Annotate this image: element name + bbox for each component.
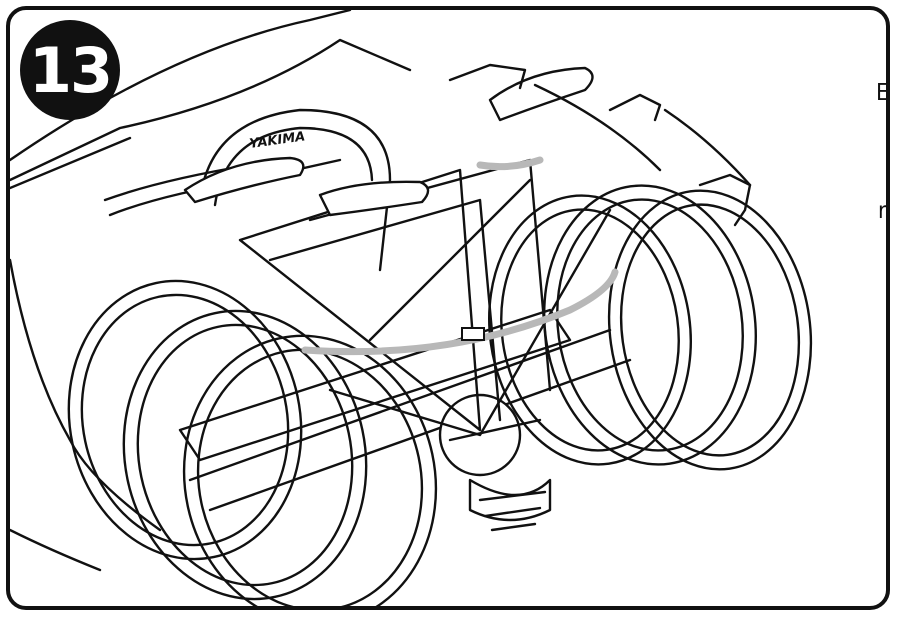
bike-handlebar (608, 93, 662, 122)
vehicle-trunk-line (10, 38, 412, 182)
instruction-panel: 13 (6, 6, 890, 610)
rack-brand-label: YAKIMA (248, 129, 306, 152)
bike-wheel (607, 189, 813, 471)
vehicle-roof-line (10, 10, 352, 162)
bike-saddle (488, 66, 594, 122)
bike-wheel (122, 309, 368, 601)
strap-buckle (461, 327, 485, 341)
vehicle-bumper-curve (10, 258, 162, 532)
bike-wheel (182, 334, 438, 606)
bike-saddle (318, 180, 430, 217)
caption-line: En (876, 80, 890, 106)
step-number-badge: 13 (20, 20, 120, 120)
bike-saddle (183, 156, 305, 204)
caption-line: ro (878, 198, 886, 224)
rack-mast (198, 108, 392, 272)
step-number: 13 (28, 33, 113, 107)
bike-handlebar (448, 63, 527, 90)
bike-wheel (488, 194, 692, 466)
vehicle-trunk-edge (10, 136, 132, 190)
bike-wheel (67, 279, 303, 561)
rack-strap (476, 156, 544, 171)
vehicle-lower-curve (10, 528, 102, 572)
caption-line: le (885, 230, 886, 256)
vehicle-spoiler (468, 478, 552, 522)
bike-rack-illustration: YAKIMA (10, 10, 813, 606)
rack-strap (301, 268, 619, 356)
